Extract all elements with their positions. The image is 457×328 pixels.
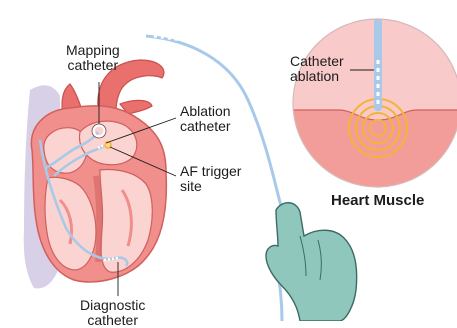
septum (96, 176, 99, 262)
mapping-catheter-label: Mapping catheter (66, 43, 120, 73)
af-trigger-site-label: AF trigger site (180, 164, 241, 194)
diagnostic-catheter-label: Diagnostic catheter (80, 298, 145, 328)
heart-muscle-inset (290, 15, 457, 200)
ablation-catheter-label: Ablation catheter (180, 104, 231, 134)
af-trigger-core (106, 143, 110, 147)
heart-muscle-title: Heart Muscle (331, 193, 424, 208)
gloved-hand (266, 203, 357, 321)
catheter-ablation-label: Catheter ablation (290, 54, 344, 84)
